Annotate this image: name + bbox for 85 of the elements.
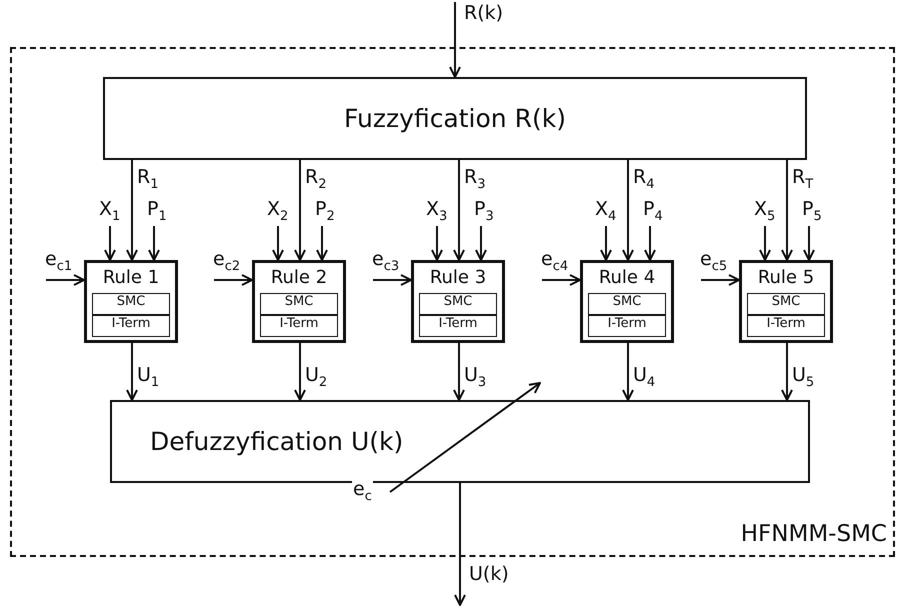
- arrow: [373, 274, 412, 286]
- process-box: [110, 400, 810, 483]
- arrow: [475, 226, 487, 261]
- arrow: [759, 226, 771, 261]
- arrow: [148, 226, 160, 261]
- block-label: SMC: [770, 295, 802, 310]
- block-label: Rule 5: [756, 268, 816, 288]
- block-label: Rule 1: [102, 268, 160, 288]
- rule-block: [84, 260, 178, 343]
- sub-block: [92, 293, 170, 315]
- edge-label: U$_{5}$: [791, 366, 816, 389]
- block-label: I-Term: [438, 317, 478, 332]
- arrow: [781, 343, 793, 401]
- arrow: [46, 274, 85, 286]
- edge-label: R$_{T}$: [791, 168, 814, 191]
- block-label: SMC: [284, 295, 314, 310]
- block-label: I-Term: [606, 317, 648, 332]
- sub-block: [419, 315, 497, 337]
- arrow: [622, 343, 634, 401]
- edge-label: X$_{1}$: [98, 200, 122, 223]
- edge-label: R$_{3}$: [463, 168, 486, 191]
- rule-block: [739, 260, 833, 343]
- rule-block: [252, 260, 346, 343]
- arrow: [104, 226, 116, 261]
- process-box: [103, 77, 807, 160]
- edge-label: U$_{3}$: [463, 366, 488, 389]
- edge-label: R$_{2}$: [304, 168, 328, 191]
- arrow: [600, 226, 612, 261]
- sub-block: [588, 315, 666, 337]
- arrow: [781, 160, 793, 261]
- arrow: [453, 160, 465, 261]
- edge-label: P$_{2}$: [314, 200, 336, 223]
- block-label: I-Term: [278, 317, 320, 332]
- arrow: [294, 343, 306, 401]
- rule-block: [580, 260, 674, 343]
- block-label: Rule 3: [428, 268, 488, 288]
- block-label: Rule 2: [270, 268, 328, 288]
- edge-label: X$_{4}$: [594, 200, 618, 223]
- block-label: Fuzzyfication R(k): [343, 104, 567, 132]
- sub-block: [747, 293, 825, 315]
- sub-block: [747, 315, 825, 337]
- sub-block: [92, 315, 170, 337]
- edge-label: R(k): [463, 4, 504, 23]
- block-label: SMC: [612, 295, 642, 310]
- sub-block: [260, 315, 338, 337]
- block-label: I-Term: [110, 317, 152, 332]
- rule-block: [411, 260, 505, 343]
- edge-label: X$_{3}$: [425, 200, 448, 223]
- sub-block: [419, 293, 497, 315]
- edge-label: U$_{4}$: [632, 366, 656, 389]
- sub-block: [260, 293, 338, 315]
- arrow: [294, 160, 306, 261]
- edge-label: X$_{2}$: [266, 200, 290, 223]
- arrow: [542, 274, 581, 286]
- arrow: [454, 483, 466, 606]
- block-label: HFNMM-SMC: [740, 522, 887, 547]
- edge-label: R$_{1}$: [136, 168, 160, 191]
- arrow: [431, 226, 443, 261]
- edge-label: P$_{3}$: [473, 200, 495, 223]
- arrow: [126, 343, 138, 401]
- variable-label: e$_{c}$: [352, 480, 373, 503]
- edge-label: R$_{4}$: [632, 168, 656, 191]
- arrow: [701, 274, 740, 286]
- arrow: [449, 2, 461, 78]
- block-label: SMC: [442, 295, 474, 310]
- arrow: [644, 226, 656, 261]
- sub-block: [588, 293, 666, 315]
- edge-label: P$_{1}$: [146, 200, 168, 223]
- arrow: [316, 226, 328, 261]
- arrow: [803, 226, 815, 261]
- edge-label: P$_{4}$: [642, 200, 664, 223]
- block-label: SMC: [116, 295, 146, 310]
- edge-label: P$_{5}$: [801, 200, 823, 223]
- block-label: I-Term: [766, 317, 806, 332]
- arrow: [214, 274, 253, 286]
- edge-label: U(k): [468, 565, 510, 584]
- edge-label: U$_{2}$: [304, 366, 328, 389]
- edge-label: U$_{1}$: [136, 366, 160, 389]
- arrow: [622, 160, 634, 261]
- block-label: Defuzzyfication U(k): [150, 428, 404, 456]
- arrow: [272, 226, 284, 261]
- arrow: [453, 343, 465, 401]
- arrow: [126, 160, 138, 261]
- edge-label: X$_{5}$: [753, 200, 776, 223]
- block-label: Rule 4: [598, 268, 656, 288]
